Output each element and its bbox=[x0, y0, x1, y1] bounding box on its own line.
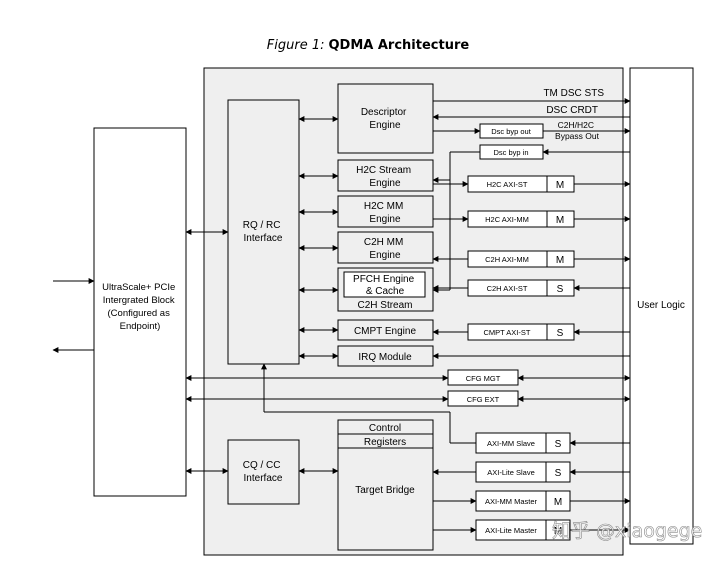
rq-rc-interface bbox=[227, 99, 300, 365]
master-role-label: M bbox=[556, 255, 564, 266]
h2c-axi-mm-label: H2C AXI-MM bbox=[485, 215, 529, 224]
figure-caption: Figure 1: QDMA Architecture bbox=[267, 36, 470, 53]
h2c-stream-engine bbox=[337, 159, 434, 192]
slave-role-label: S bbox=[555, 468, 562, 479]
pfch-engine-cache bbox=[343, 271, 426, 298]
cq-cc-interface bbox=[227, 439, 300, 505]
cmpt-engine-label: CMPT Engine bbox=[354, 326, 417, 337]
axi-mm-slave-label: AXI-MM Slave bbox=[487, 439, 535, 448]
bypass-out-label: C2H/H2C Bypass Out bbox=[555, 120, 600, 141]
user-logic-block bbox=[629, 67, 694, 545]
axi-lite-slave-label: AXI-Lite Slave bbox=[487, 468, 535, 477]
axi-lite-master-label: AXI-Lite Master bbox=[485, 526, 537, 535]
slave-role-label: S bbox=[555, 439, 562, 450]
irq-module-label: IRQ Module bbox=[358, 352, 412, 363]
h2c-mm-engine-label: H2C MM Engine bbox=[364, 201, 406, 225]
master-role-label: M bbox=[554, 526, 562, 537]
user-logic-label: User Logic bbox=[637, 300, 685, 311]
slave-role-label: S bbox=[557, 284, 564, 295]
axi-mm-master-label: AXI-MM Master bbox=[485, 497, 538, 506]
slave-role-label: S bbox=[557, 328, 564, 339]
c2h-mm-engine-label: C2H MM Engine bbox=[364, 237, 406, 261]
dsc-crdt-label: DSC CRDT bbox=[546, 105, 598, 116]
dsc-byp-out-label: Dsc byp out bbox=[491, 127, 532, 136]
descriptor-engine-label: Descriptor Engine bbox=[361, 107, 409, 131]
watermark: 知乎 @xiaogege bbox=[552, 520, 702, 542]
caption-title: QDMA Architecture bbox=[329, 38, 470, 53]
target-bridge-label: Target Bridge bbox=[355, 485, 415, 496]
h2c-stream-engine-label: H2C Stream Engine bbox=[356, 165, 414, 189]
c2h-axi-mm-label: C2H AXI-MM bbox=[485, 255, 529, 264]
h2c-axi-st-label: H2C AXI-ST bbox=[487, 180, 528, 189]
pcie-label: UltraScale+ PCIe Intergrated Block (Conf… bbox=[102, 282, 178, 332]
pfch-engine-label: PFCH Engine & Cache bbox=[353, 274, 417, 297]
rq-rc-label: RQ / RC Interface bbox=[243, 220, 284, 244]
cfg-ext-label: CFG EXT bbox=[467, 395, 500, 404]
caption-prefix: Figure 1: bbox=[267, 38, 325, 53]
target-bridge-block bbox=[337, 419, 434, 551]
c2h-stream-label: C2H Stream bbox=[357, 300, 412, 311]
master-role-label: M bbox=[554, 497, 562, 508]
control-label: Control bbox=[369, 423, 401, 434]
descriptor-engine bbox=[337, 83, 434, 154]
cmpt-axi-st-label: CMPT AXI-ST bbox=[484, 328, 531, 337]
c2h-axi-st-label: C2H AXI-ST bbox=[487, 284, 528, 293]
cq-cc-label: CQ / CC Interface bbox=[243, 460, 284, 484]
master-role-label: M bbox=[556, 180, 564, 191]
connection-lines bbox=[52, 98, 631, 533]
tm-dsc-sts-label: TM DSC STS bbox=[543, 88, 604, 99]
cfg-mgt-label: CFG MGT bbox=[466, 374, 501, 383]
c2h-mm-engine bbox=[337, 231, 434, 264]
dsc-byp-in-label: Dsc byp in bbox=[493, 148, 528, 157]
master-role-label: M bbox=[556, 215, 564, 226]
pcie-block bbox=[93, 127, 187, 497]
registers-label: Registers bbox=[364, 437, 406, 448]
